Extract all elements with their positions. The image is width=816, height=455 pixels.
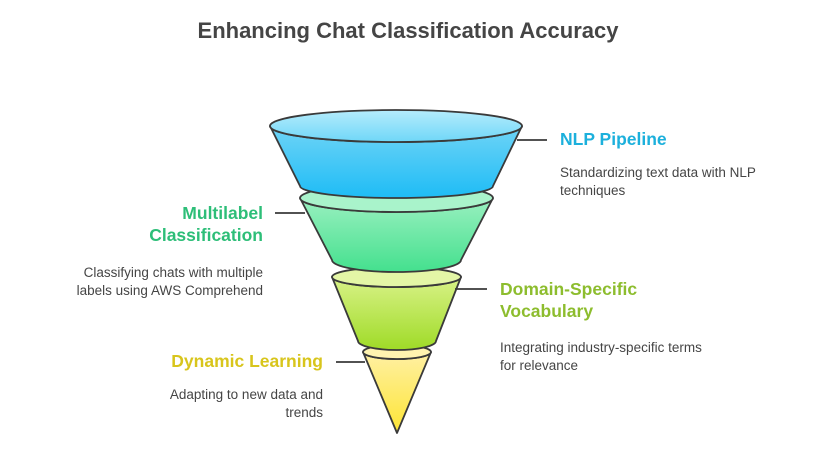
nlp-pipeline-heading: NLP Pipeline (560, 129, 667, 149)
nlp-pipeline-description: Standardizing text data with NLP techniq… (560, 165, 756, 198)
diagram-title: Enhancing Chat Classification Accuracy (197, 18, 619, 43)
multilabel-classification-description: Classifying chats with multiple labels u… (76, 265, 263, 298)
funnel-stage-domain-vocabulary (331, 266, 462, 351)
domain-vocabulary-description: Integrating industry-specific terms for … (500, 340, 702, 373)
multilabel-classification-heading: Multilabel Classification (149, 203, 263, 245)
domain-vocabulary-heading: Domain-Specific Vocabulary (500, 279, 638, 321)
funnel-stage-nlp-pipeline (269, 109, 523, 199)
dynamic-learning-description: Adapting to new data and trends (169, 387, 323, 420)
funnel-stage-dynamic-learning (362, 344, 432, 434)
dynamic-learning-heading: Dynamic Learning (171, 351, 323, 371)
